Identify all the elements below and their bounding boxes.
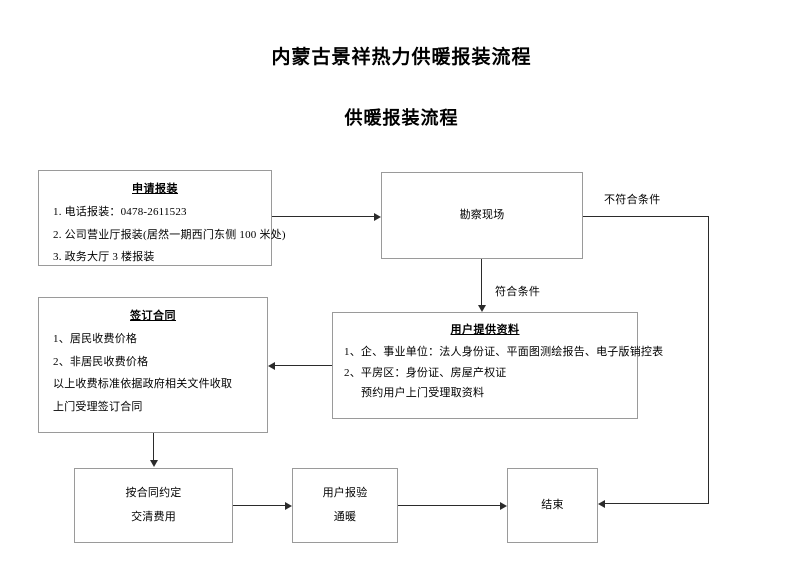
connector-survey-to-end-bottom xyxy=(605,503,709,504)
arrowhead-payment-to-inspect xyxy=(285,502,292,510)
arrowhead-inspect-to-end xyxy=(500,502,507,510)
node-contract-title: 签订合同 xyxy=(130,310,176,322)
connector-apply-to-survey xyxy=(272,216,374,217)
connector-survey-to-end-side xyxy=(708,216,709,504)
node-survey-label: 勘察现场 xyxy=(459,208,505,221)
connector-contract-to-payment xyxy=(153,433,154,461)
arrowhead-survey-to-end xyxy=(598,500,605,508)
node-payment-line-1: 按合同约定 xyxy=(125,486,182,499)
node-apply-line-3: 3. 政务大厅 3 楼报装 xyxy=(53,251,155,264)
node-inspect-line-1: 用户报验 xyxy=(322,486,368,499)
node-apply-title: 申请报装 xyxy=(132,183,178,195)
connector-payment-to-inspect xyxy=(233,505,285,506)
node-apply-line-2: 2. 公司营业厅报装(居然一期西门东侧 100 米处) xyxy=(53,228,286,241)
arrowhead-survey-to-docs xyxy=(478,305,486,312)
node-site-survey[interactable]: 勘察现场 xyxy=(381,172,583,259)
node-sign-contract[interactable]: 签订合同 1、居民收费价格 2、非居民收费价格 以上收费标准依据政府相关文件收取… xyxy=(38,297,268,433)
node-contract-line-2: 2、非居民收费价格 xyxy=(53,355,149,368)
node-user-provides-documents[interactable]: 用户提供资料 1、企、事业单位：法人身份证、平面图测绘报告、电子版销控表 2、平… xyxy=(332,312,664,419)
node-end-label: 结束 xyxy=(541,498,564,511)
page-title: 内蒙古景祥热力供暖报装流程 xyxy=(271,47,532,68)
node-end[interactable]: 结束 xyxy=(507,468,598,543)
node-user-inspection-heating[interactable]: 用户报验 通暖 xyxy=(292,468,398,543)
arrowhead-apply-to-survey xyxy=(374,213,381,221)
arrowhead-docs-to-contract xyxy=(268,362,275,370)
connector-survey-to-end-top xyxy=(583,216,709,217)
edge-label-qualified: 符合条件 xyxy=(495,286,541,298)
node-payment-line-2: 交清费用 xyxy=(131,510,176,523)
connector-inspect-to-end xyxy=(398,505,500,506)
node-apply-line-1: 1. 电话报装：0478-2611523 xyxy=(53,206,187,218)
connector-docs-to-contract xyxy=(275,365,332,366)
node-contract-line-1: 1、居民收费价格 xyxy=(53,333,138,345)
node-apply-for-installation[interactable]: 申请报装 1. 电话报装：0478-2611523 2. 公司营业厅报装(居然一… xyxy=(38,170,286,266)
edge-label-not-qualified: 不符合条件 xyxy=(604,194,661,206)
connector-survey-to-docs xyxy=(481,259,482,306)
node-pay-fees[interactable]: 按合同约定 交清费用 xyxy=(74,468,233,543)
node-docs-line-2: 2、平房区：身份证、房屋产权证 xyxy=(344,366,507,379)
node-contract-line-4: 上门受理签订合同 xyxy=(53,400,143,413)
node-inspect-line-2: 通暖 xyxy=(333,510,357,523)
node-docs-line-3: 预约用户上门受理取资料 xyxy=(361,387,485,400)
arrowhead-contract-to-payment xyxy=(150,460,158,467)
node-docs-title: 用户提供资料 xyxy=(450,324,520,336)
node-docs-line-1: 1、企、事业单位：法人身份证、平面图测绘报告、电子版销控表 xyxy=(344,346,664,358)
node-contract-line-3: 以上收费标准依据政府相关文件收取 xyxy=(53,378,233,391)
page-subtitle: 供暖报装流程 xyxy=(344,108,459,128)
